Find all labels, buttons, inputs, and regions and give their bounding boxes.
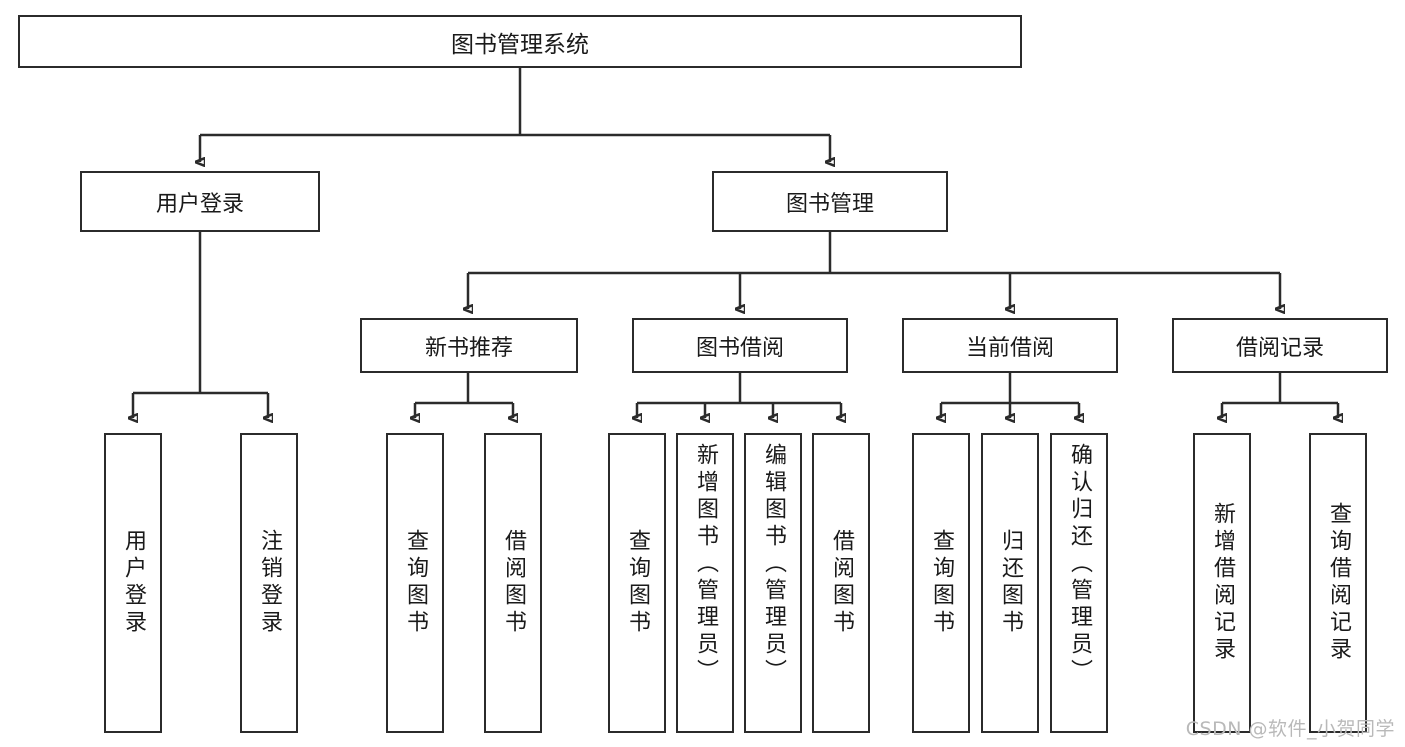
leaf-label: 借阅图书 [829,529,854,637]
leaf-query-book-recommend[interactable]: 查询图书 [386,433,444,733]
node-label: 当前借阅 [965,335,1054,361]
node-user-login[interactable]: 用户登录 [80,171,320,232]
leaf-return-book[interactable]: 归还图书 [981,433,1039,733]
leaf-label: 编辑图书（管理员） [761,443,786,686]
leaf-logout[interactable]: 注销登录 [240,433,298,733]
leaf-borrow-book-recommend[interactable]: 借阅图书 [484,433,542,733]
leaf-label: 查询图书 [625,529,650,637]
node-label: 图书借阅 [695,335,784,361]
leaf-label: 用户登录 [121,529,146,637]
node-book-borrow[interactable]: 图书借阅 [632,318,848,373]
node-current-borrow[interactable]: 当前借阅 [902,318,1118,373]
watermark-text: CSDN @软件_小贺同学 [1185,718,1395,740]
node-label: 新书推荐 [424,335,513,361]
leaf-label: 归还图书 [998,529,1023,637]
leaf-add-book-admin[interactable]: 新增图书（管理员） [676,433,734,733]
node-label: 用户登录 [155,191,244,217]
leaf-confirm-return-admin[interactable]: 确认归还（管理员） [1050,433,1108,733]
leaf-label: 新增图书（管理员） [693,443,718,686]
node-label: 借阅记录 [1235,335,1324,361]
node-label: 图书管理系统 [451,31,589,58]
leaf-label: 查询图书 [929,529,954,637]
leaf-label: 借阅图书 [501,529,526,637]
leaf-user-login[interactable]: 用户登录 [104,433,162,733]
leaf-label: 注销登录 [257,529,282,637]
leaf-add-borrow-record[interactable]: 新增借阅记录 [1193,433,1251,733]
leaf-edit-book-admin[interactable]: 编辑图书（管理员） [744,433,802,733]
leaf-query-book-borrow[interactable]: 查询图书 [608,433,666,733]
node-label: 图书管理 [785,191,874,217]
node-borrow-record[interactable]: 借阅记录 [1172,318,1388,373]
node-new-book-recommend[interactable]: 新书推荐 [360,318,578,373]
node-book-management[interactable]: 图书管理 [712,171,948,232]
leaf-query-borrow-record[interactable]: 查询借阅记录 [1309,433,1367,733]
leaf-label: 查询图书 [403,529,428,637]
leaf-borrow-book[interactable]: 借阅图书 [812,433,870,733]
leaf-label: 新增借阅记录 [1210,502,1235,664]
leaf-label: 确认归还（管理员） [1067,443,1092,686]
leaf-label: 查询借阅记录 [1326,502,1351,664]
leaf-query-book-current[interactable]: 查询图书 [912,433,970,733]
node-root-system[interactable]: 图书管理系统 [18,15,1022,68]
